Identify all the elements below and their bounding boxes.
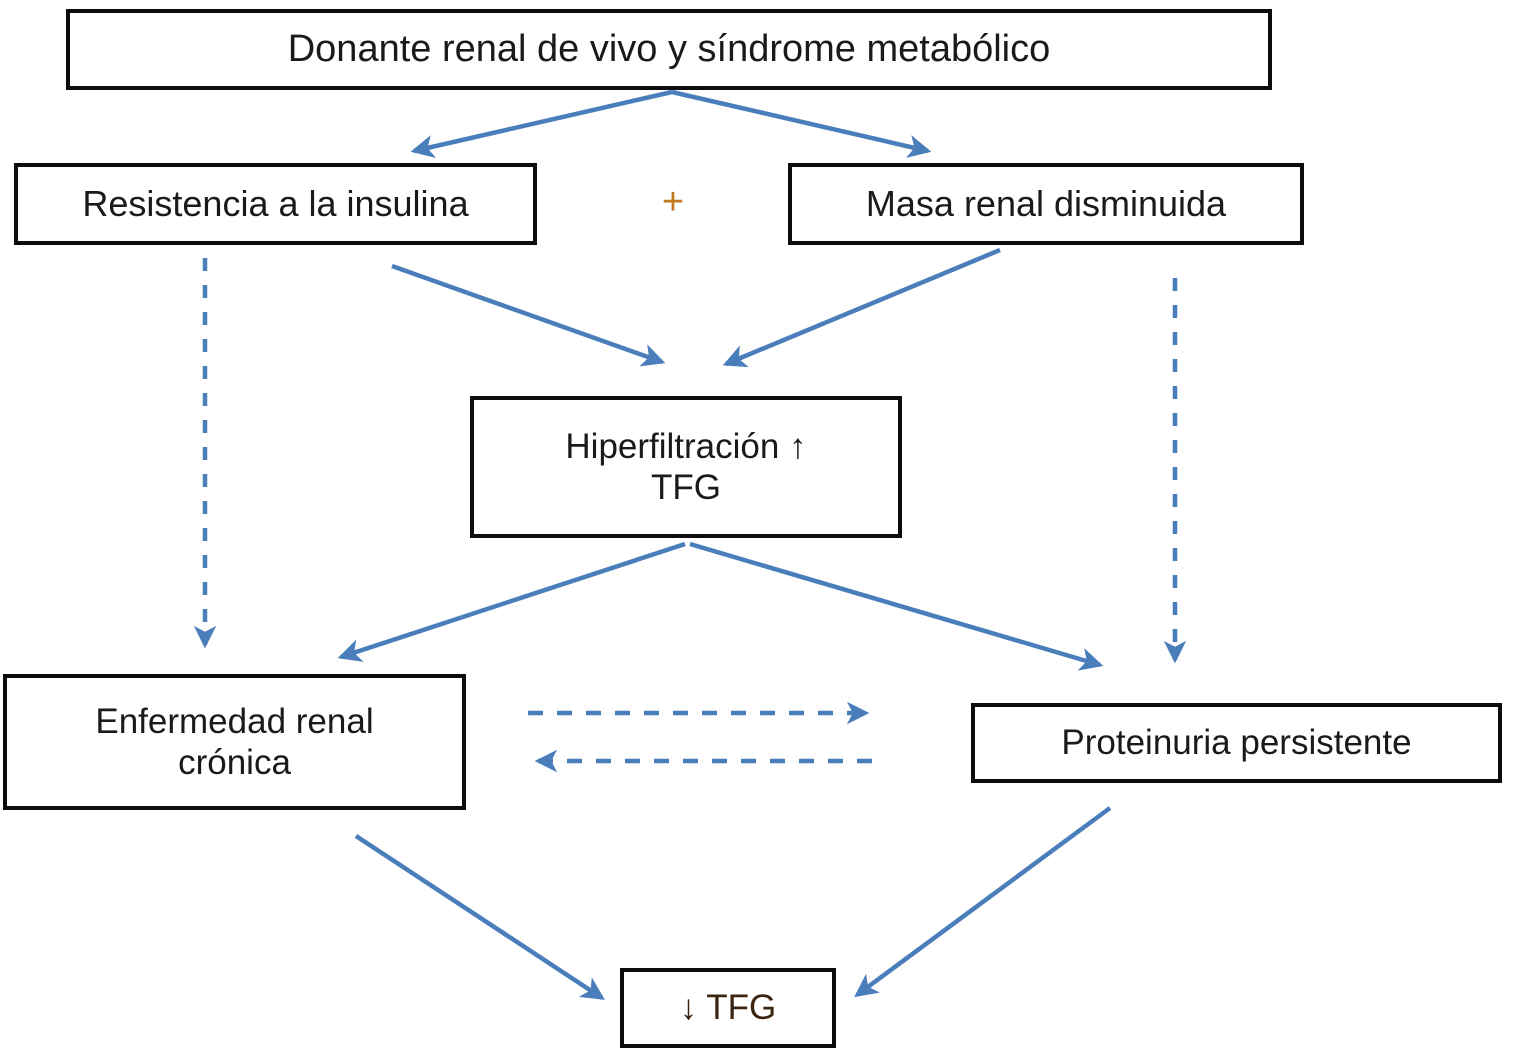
- node-hiperfiltracion[interactable]: Hiperfiltración ↑ TFG: [470, 396, 902, 538]
- node-enfermedad-renal-cronica[interactable]: Enfermedad renal crónica: [3, 674, 466, 810]
- node-hiperfiltracion-label: Hiperfiltración ↑ TFG: [474, 426, 898, 509]
- node-hiperfiltracion-line2: TFG: [651, 468, 721, 507]
- node-enfermedad-renal-cronica-label: Enfermedad renal crónica: [7, 701, 462, 784]
- edge-top-to-mass: [671, 89, 932, 158]
- edge-mass-to-hyperfiltration: [722, 247, 1001, 368]
- edge-hyperfiltration-to-ckd: [337, 541, 686, 662]
- node-enfermedad-renal-cronica-line2: crónica: [178, 743, 291, 782]
- node-proteinuria-persistente[interactable]: Proteinuria persistente: [971, 703, 1502, 783]
- edge-insulin-to-hyperfiltration: [391, 263, 666, 367]
- node-tfg-disminuida-label: ↓ TFG: [679, 988, 777, 1028]
- node-enfermedad-renal-cronica-line1: Enfermedad renal: [95, 701, 374, 741]
- node-tfg-disminuida[interactable]: ↓ TFG: [620, 968, 836, 1048]
- edge-top-to-insulin: [410, 89, 673, 158]
- edge-ckd-to-decreased-gfr: [354, 834, 605, 1000]
- plus-operator: +: [650, 180, 696, 223]
- edge-proteinuria-to-decreased-gfr: [854, 806, 1112, 998]
- node-hiperfiltracion-line1: Hiperfiltración ↑: [565, 426, 807, 466]
- node-resistencia-insulina[interactable]: Resistencia a la insulina: [14, 163, 537, 245]
- plus-operator-label: +: [661, 180, 685, 223]
- node-donante-renal[interactable]: Donante renal de vivo y síndrome metaból…: [66, 9, 1272, 90]
- node-masa-renal-disminuida-label: Masa renal disminuida: [865, 182, 1227, 224]
- node-resistencia-insulina-label: Resistencia a la insulina: [82, 182, 469, 224]
- node-masa-renal-disminuida[interactable]: Masa renal disminuida: [788, 163, 1304, 245]
- node-proteinuria-persistente-label: Proteinuria persistente: [1061, 723, 1412, 763]
- node-donante-renal-label: Donante renal de vivo y síndrome metaból…: [287, 28, 1051, 71]
- edge-hyperfiltration-to-proteinuria: [689, 541, 1104, 671]
